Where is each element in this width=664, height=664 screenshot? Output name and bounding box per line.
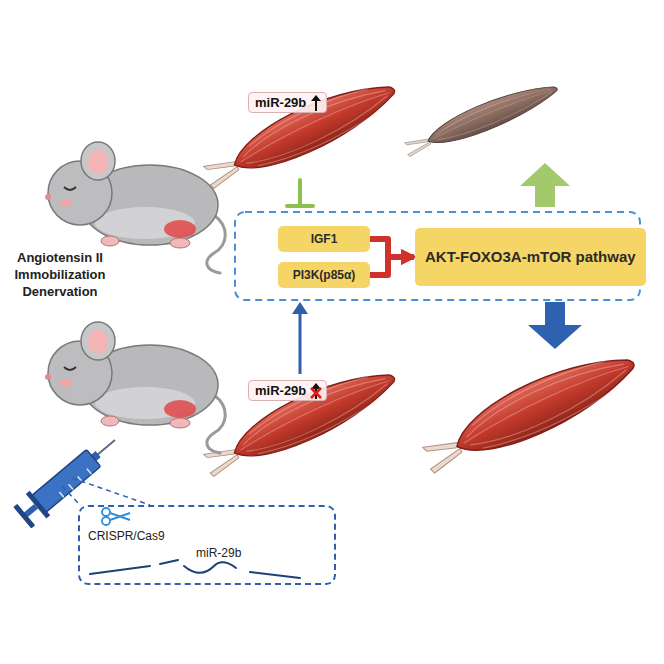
mirna-label: miR-29b: [248, 380, 327, 401]
node-text: AKT-FOXO3A-mTOR pathway: [425, 248, 636, 267]
up-arrow-icon: [309, 94, 323, 112]
scissors-icon: [110, 513, 130, 520]
node-text: miR-29b: [255, 95, 306, 110]
pathway-group: [235, 212, 640, 300]
dna-strand: [90, 566, 150, 574]
leader-line: [62, 486, 80, 505]
syringe: [59, 492, 63, 497]
syringe: [31, 450, 100, 513]
up-arrow-icon: [311, 95, 321, 101]
activation-connector: [370, 257, 414, 275]
leader-line: [72, 478, 150, 505]
syringe: [12, 428, 125, 530]
node-text: CRISPR/Cas9: [88, 529, 165, 543]
cross-mark: [311, 388, 321, 398]
pathway-box: AKT-FOXO3A-mTOR pathway: [415, 228, 646, 286]
syringe: [69, 484, 73, 489]
condition-label: Angiotensin II Immobilization Denervatio…: [6, 250, 114, 301]
up-arrow-icon: [309, 382, 323, 400]
activation-arrow: [292, 302, 308, 374]
scissors-icon: [102, 508, 130, 525]
node-text: PI3K(p85α): [293, 268, 356, 282]
mouse: [45, 322, 225, 453]
inhibition-bar: [287, 180, 313, 206]
syringe: [87, 469, 91, 474]
hypertrophy-arrow: [528, 302, 582, 349]
muscle: [415, 340, 643, 482]
atrophy-arrow: [520, 163, 570, 207]
muscle: [197, 70, 402, 196]
node-text: miR-29b: [255, 383, 306, 398]
muscle: [197, 358, 402, 484]
leader-line: [62, 478, 150, 505]
activation-arrow: [299, 312, 302, 374]
mirna-label: miR-29b: [248, 92, 327, 113]
factor-box: IGF1: [278, 226, 370, 252]
muscle: [401, 76, 562, 161]
dna-strand: [90, 560, 300, 578]
inhibition-bar: [298, 180, 302, 205]
dna-strand: [184, 562, 236, 572]
crispr-box: CRISPR/Cas9 miR-29b: [78, 505, 336, 585]
node-text: IGF1: [311, 232, 338, 246]
activation-arrow: [292, 302, 308, 314]
node-text: miR-29b: [196, 546, 241, 560]
inhibition-bar: [287, 204, 313, 208]
scissors-icon: [102, 508, 110, 516]
factor-box: PI3K(p85α): [278, 262, 370, 288]
scissors-icon: [110, 513, 130, 520]
dna-strand: [160, 560, 178, 564]
dna-strand: [250, 572, 300, 578]
syringe: [13, 504, 35, 529]
scissors-icon: [102, 517, 110, 525]
